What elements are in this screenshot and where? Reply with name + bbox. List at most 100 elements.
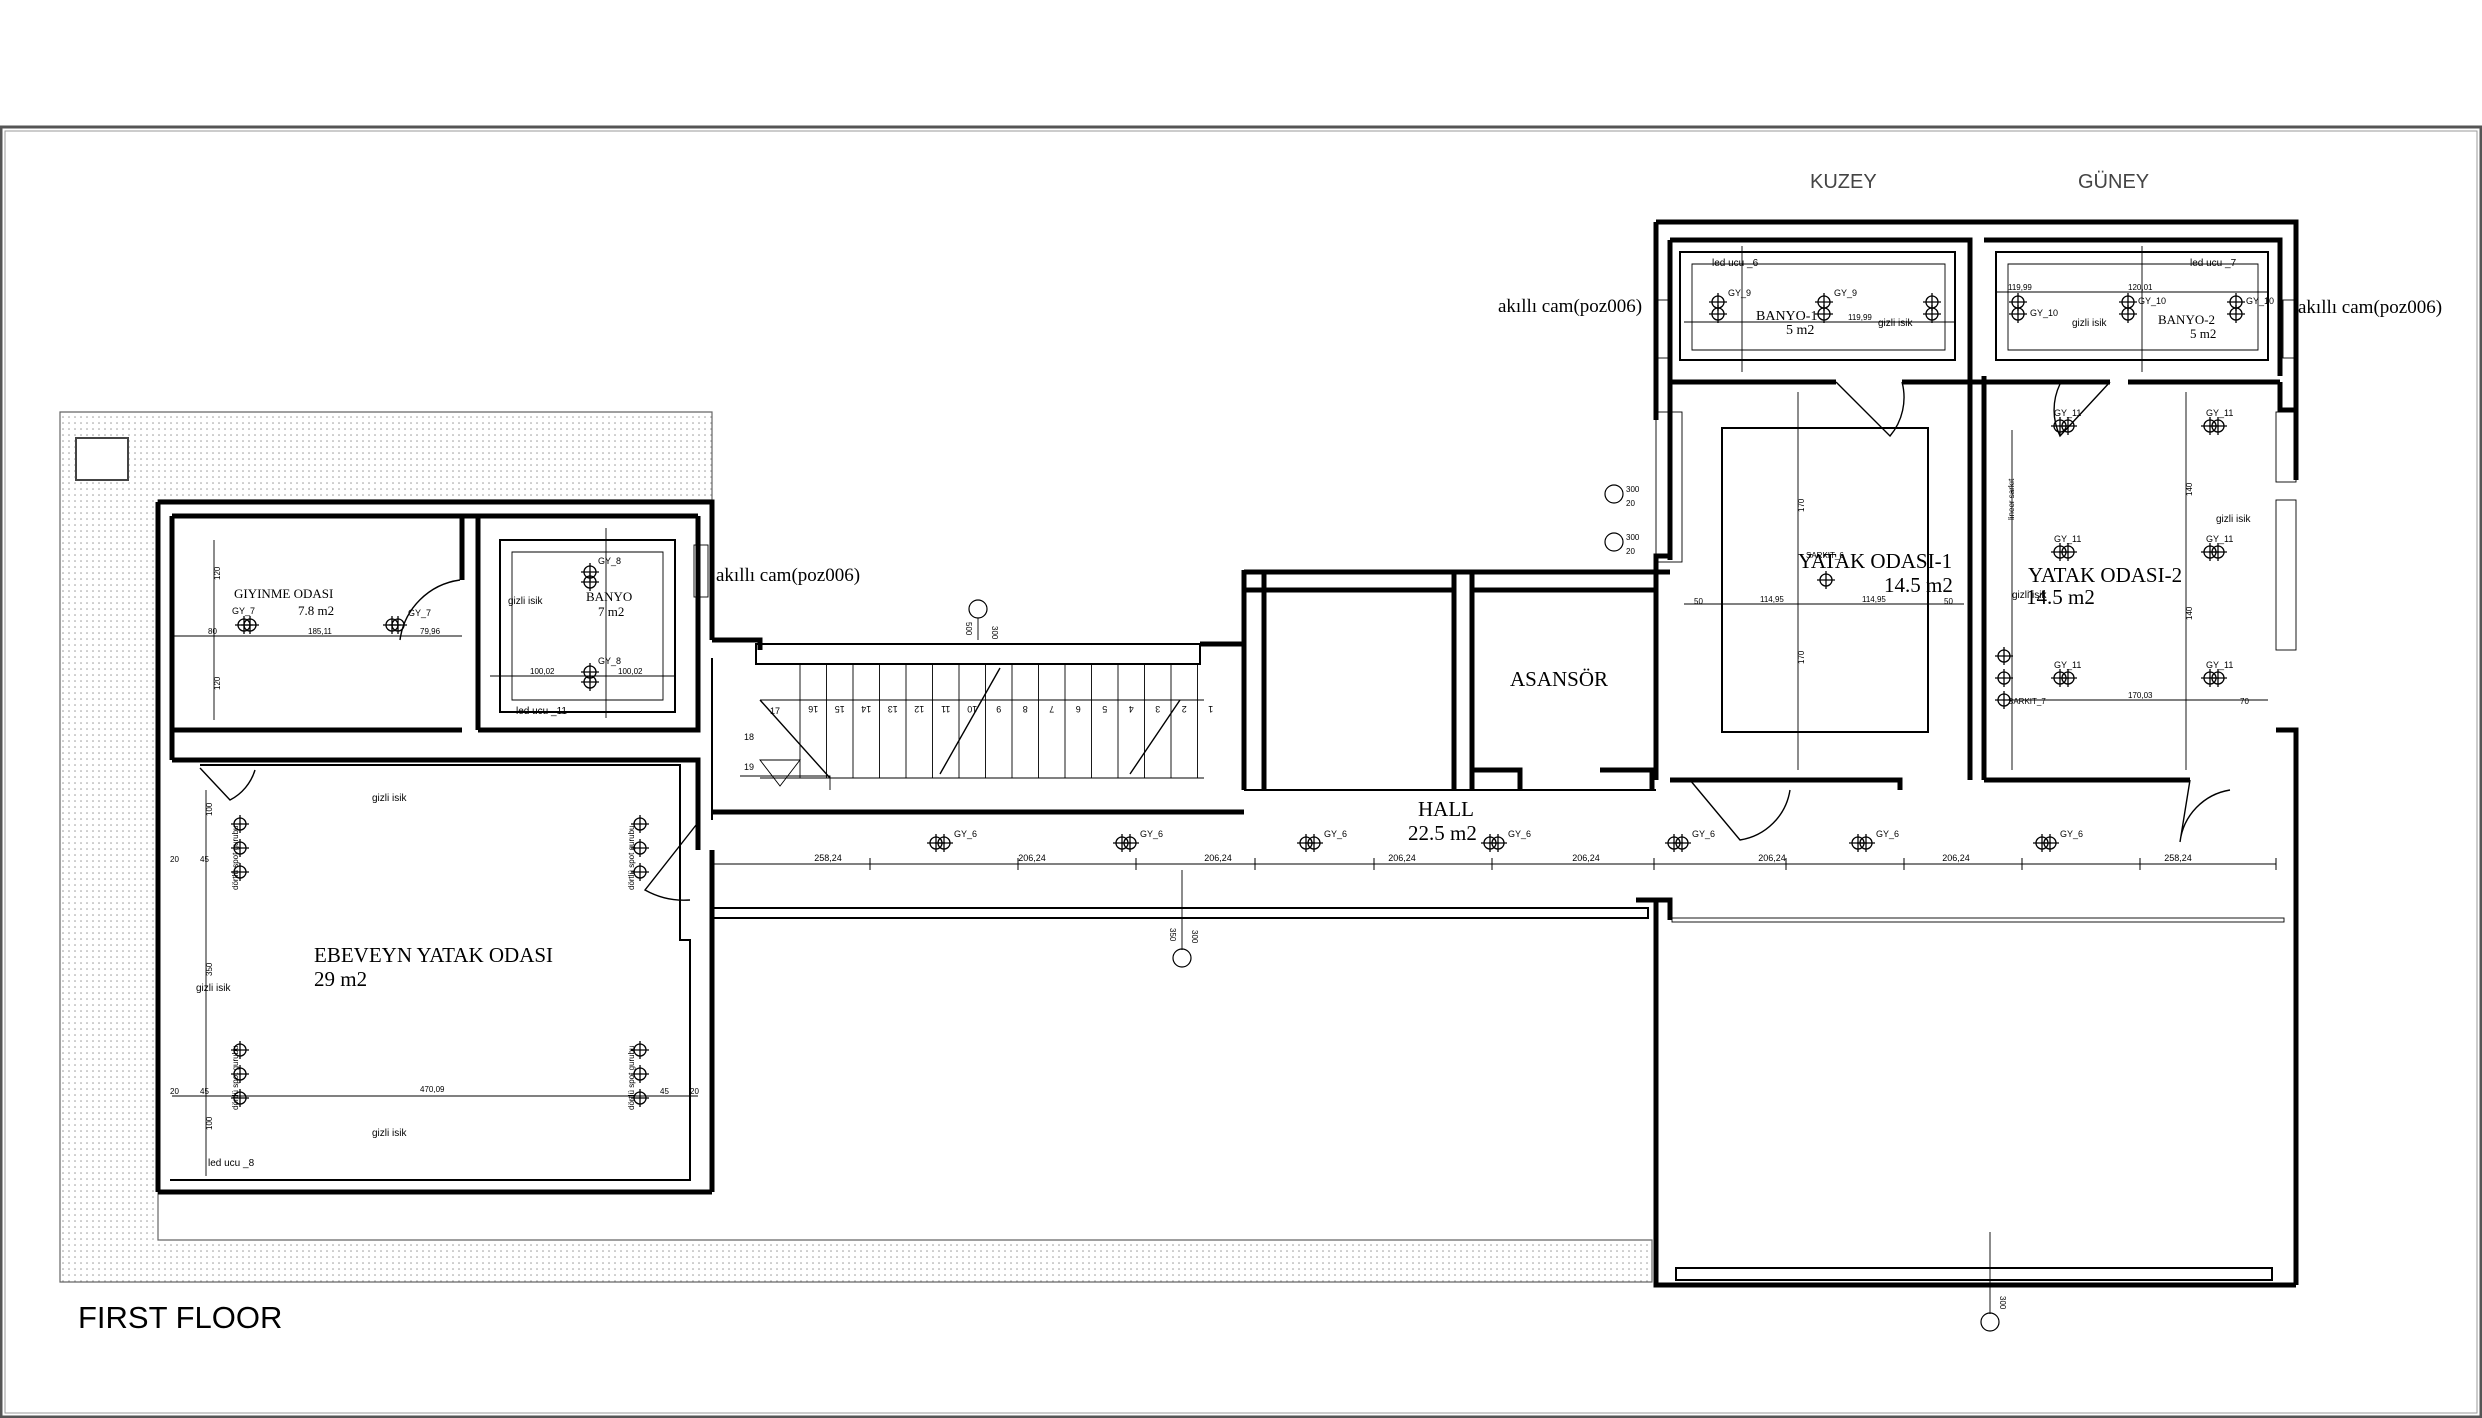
dim-n70: 70	[2240, 697, 2249, 706]
guney-label: GÜNEY	[2078, 171, 2149, 193]
fixture-label: GY_9	[1834, 288, 1857, 298]
hidden-light-3: gizli isik	[196, 983, 231, 994]
section-500: 500	[964, 622, 973, 636]
yatak1-name: YATAK ODASI-1	[1798, 549, 1952, 573]
dim-n45-c: 45	[660, 1087, 669, 1096]
elevator-block	[1244, 569, 1670, 791]
stair-step-number: 8	[1023, 704, 1028, 714]
hidden-light-4: gizli isik	[372, 1128, 407, 1139]
fixture-label: GY_11	[2054, 408, 2081, 418]
fixture-label: GY_11	[2054, 534, 2081, 544]
stair-step-number: 14	[861, 704, 871, 714]
led-7: led ucu _7	[2190, 258, 2237, 269]
dim-n170-b: 170	[1797, 650, 1806, 664]
yatak2-name: YATAK ODASI-2	[2028, 563, 2182, 587]
sarkit7: SARKIT_7	[2008, 697, 2046, 706]
sheet-frame-inner	[4, 130, 2478, 1414]
smart-glass-note-3: akıllı cam(poz006)	[716, 565, 860, 586]
dim-n120-b: 120	[213, 676, 222, 690]
hall-dimension-label: 206,24	[1018, 853, 1046, 863]
fixture-label: GY_11	[2206, 408, 2233, 418]
fixture-label: GY_9	[1728, 288, 1751, 298]
dim-n20-b: 20	[170, 1087, 179, 1096]
fixture-label: GY_6	[954, 829, 977, 839]
yatak2-area: 14.5 m2	[2026, 585, 2095, 609]
dim-y1-a: 114,95	[1760, 595, 1784, 604]
dim-banyo-w1: 100,02	[530, 667, 555, 676]
section-marker-b	[1604, 484, 1624, 504]
hall-dimension-label: 206,24	[1758, 853, 1786, 863]
giyinme-area: 7.8 m2	[298, 603, 334, 618]
section-300-d: 300	[1626, 485, 1640, 494]
dim-n45-a: 45	[200, 855, 209, 864]
dim-banyo-w2: 100,02	[618, 667, 643, 676]
fixture-label: GY_11	[2206, 660, 2233, 670]
stair-step-number: 19	[744, 762, 754, 772]
banyo-name: BANYO	[586, 589, 632, 604]
hall-dimension-label: 258,24	[814, 853, 842, 863]
hall-area: 22.5 m2	[1408, 821, 1477, 845]
ebeveyn-name: EBEVEYN YATAK ODASI	[314, 943, 553, 967]
dim-n100-a: 100	[205, 802, 214, 816]
banyo1-name: BANYO-1	[1756, 309, 1817, 324]
ebeveyn-area: 29 m2	[314, 967, 367, 991]
section-marker-d	[1172, 948, 1192, 968]
hall-dimension-label: 206,24	[1388, 853, 1416, 863]
stair-step-number: 4	[1129, 704, 1134, 714]
east-balcony-rail	[1675, 1267, 2273, 1281]
dim-ebeveyn-width: 470,09	[420, 1085, 445, 1094]
dim-b1: 119,99	[1848, 313, 1872, 322]
section-300-e: 300	[1626, 533, 1640, 542]
hidden-light-8: gizli isik	[2012, 590, 2047, 601]
fixture-label: GY_7	[232, 606, 255, 616]
spotlight-icon	[2226, 304, 2246, 324]
led-6: led ucu _6	[1712, 258, 1759, 269]
dim-n20-a: 20	[170, 855, 179, 864]
section-marker-c	[1604, 532, 1624, 552]
dim-giyinme-width: 185,11	[308, 627, 332, 636]
banyo2-name: BANYO-2	[2158, 312, 2215, 327]
section-300-c: 300	[1998, 1296, 2007, 1310]
led-1: led ucu _11	[516, 706, 567, 717]
dim-n170-a: 170	[1797, 498, 1806, 512]
dim-n140-a: 140	[2185, 482, 2194, 496]
hall-dimension-label: 206,24	[1204, 853, 1232, 863]
spotlight-icon	[1922, 304, 1942, 324]
fixture-label: GY_6	[2060, 829, 2083, 839]
stair-step-number: 16	[808, 704, 818, 714]
fixture-label: GY_6	[1140, 829, 1163, 839]
aux-dimension-lines	[172, 246, 2268, 1176]
spot-group-1: dörtlü spot gurubu	[231, 826, 240, 891]
dim-n20-c: 20	[690, 1087, 699, 1096]
dim-n50-b: 50	[1944, 597, 1953, 606]
fixture-label: GY_10	[2030, 308, 2058, 318]
fixture-label: GY_6	[1324, 829, 1347, 839]
stair-step-number: 17	[770, 706, 780, 716]
dim-b2-a: 119,99	[2008, 283, 2032, 292]
spot-group-2: dörtlü spot gurubu	[627, 826, 636, 891]
dim-n140-b: 140	[2185, 606, 2194, 620]
stair-step-number: 9	[996, 704, 1001, 714]
section-20-e: 20	[1626, 547, 1635, 556]
stair-step-number: 2	[1182, 704, 1187, 714]
fixture-label: GY_8	[598, 556, 621, 566]
stair-step-number: 18	[744, 732, 754, 742]
hidden-light-1: gizli isik	[508, 596, 543, 607]
dim-y2-a: 170,03	[2128, 691, 2153, 700]
dim-giyinme-d2: 79,96	[420, 627, 441, 636]
hall-balcony-rail	[711, 907, 1649, 919]
fixture-label: GY_6	[1876, 829, 1899, 839]
spot-group-3: dörtlü spot gurubu	[231, 1046, 240, 1111]
fixture-label: GY_10	[2246, 296, 2274, 306]
hidden-light-6: gizli isik	[2072, 318, 2107, 329]
stair-step-number: 1	[1208, 704, 1213, 714]
section-300-b: 300	[1190, 930, 1199, 944]
spotlight-icon	[1816, 570, 1836, 590]
spotlight-icon	[2008, 304, 2028, 324]
section-300-a: 300	[990, 626, 999, 640]
sarkit6: SARKIT_6	[1806, 551, 1844, 560]
stair-step-number: 11	[941, 704, 950, 714]
linear-pendant: lineer sarkıt	[2007, 478, 2016, 520]
stair-step-number: 15	[835, 704, 845, 714]
